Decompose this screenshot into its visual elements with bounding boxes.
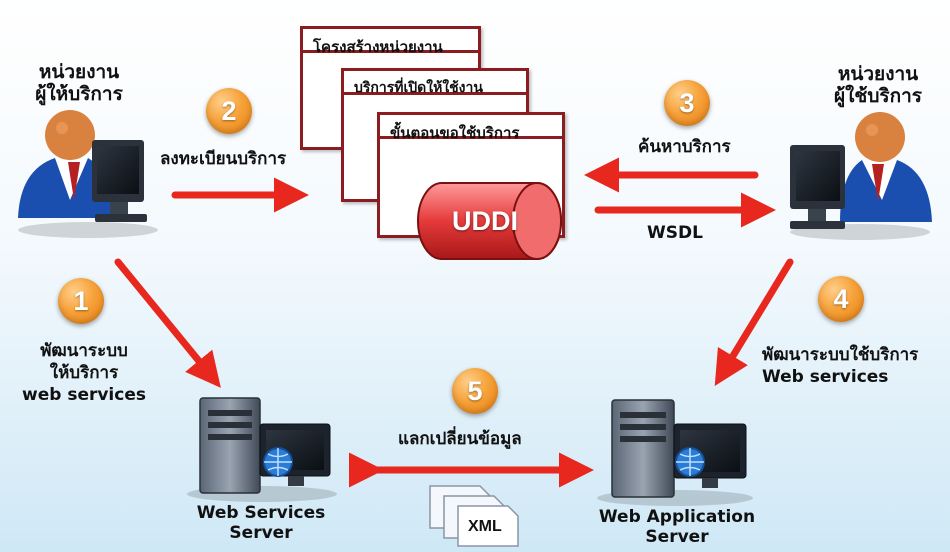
- web-services-server-line1: Web Services: [196, 503, 326, 523]
- card-services-title: บริการที่เปิดให้ใช้งาน: [344, 71, 526, 96]
- provider-label-line1: หน่วยงาน: [38, 61, 120, 83]
- card-procedure-title: ขั้นตอนขอใช้บริการ: [380, 115, 562, 142]
- web-application-server-line2: Server: [645, 526, 709, 547]
- xml-documents-icon: [429, 485, 519, 547]
- step-badge-4: 4: [818, 276, 864, 322]
- web-application-server-line1: Web Application: [598, 507, 756, 527]
- step-3-label: ค้นหาบริการ: [638, 137, 731, 157]
- provider-label: หน่วยงาน ผู้ให้บริการ: [18, 61, 140, 106]
- arrow-develop-provider: [114, 258, 221, 388]
- card-structure-title: โครงสร้างหน่วยงาน: [303, 29, 478, 56]
- step-4-label: พัฒนาระบบใช้บริการ Web services: [762, 344, 918, 388]
- step-badge-2: 2: [206, 88, 252, 134]
- uddi-label: UDDI: [452, 206, 518, 236]
- step-4-line2: Web services: [762, 367, 889, 388]
- step-badge-1: 1: [58, 278, 104, 324]
- consumer-label-line2: ผู้ใช้บริการ: [834, 84, 922, 107]
- step-1-line3: web services: [22, 385, 146, 406]
- step-4-line1: พัฒนาระบบใช้บริการ: [762, 345, 919, 365]
- step-badge-5: 5: [452, 368, 498, 414]
- provider-user-icon: [18, 110, 158, 238]
- arrows: [114, 157, 794, 488]
- web-application-server-icon: [597, 399, 753, 506]
- consumer-label-line1: หน่วยงาน: [837, 63, 919, 85]
- web-services-server-line2: Server: [229, 522, 293, 543]
- step-1-label: พัฒนาระบบ ให้บริการ web services: [4, 340, 164, 406]
- xml-label: XML: [468, 518, 502, 535]
- step-1-line1: พัฒนาระบบ: [40, 341, 128, 361]
- step-badge-3: 3: [664, 80, 710, 126]
- web-services-server-label: Web Services Server: [176, 503, 346, 543]
- wsdl-label: WSDL: [647, 223, 703, 243]
- step-2-label: ลงทะเบียนบริการ: [160, 149, 287, 169]
- consumer-label: หน่วยงาน ผู้ใช้บริการ: [815, 63, 941, 108]
- web-services-server-icon: [187, 397, 337, 502]
- web-application-server-label: Web Application Server: [582, 507, 772, 547]
- consumer-user-icon: [790, 112, 932, 240]
- step-1-line2: ให้บริการ: [49, 363, 119, 384]
- arrow-develop-consumer: [714, 258, 794, 386]
- step-5-label: แลกเปลี่ยนข้อมูล: [398, 429, 522, 449]
- provider-label-line2: ผู้ให้บริการ: [35, 82, 123, 105]
